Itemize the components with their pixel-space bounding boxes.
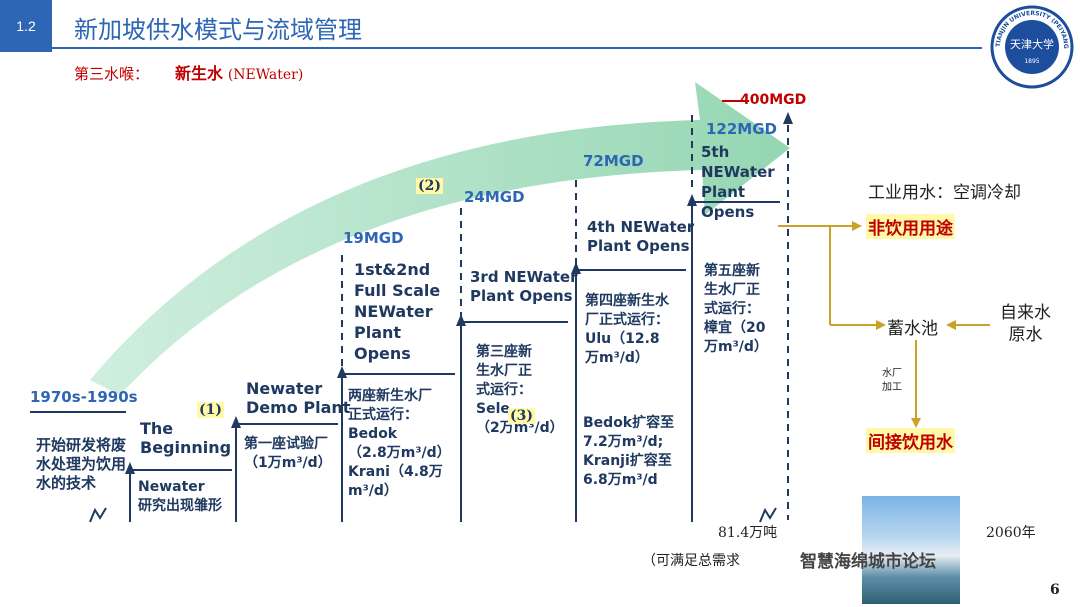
page-title: 新加坡供水模式与流域管理 (74, 16, 362, 44)
stage4-mgd: 24MGD (464, 188, 525, 206)
stage3-mgd: 19MGD (343, 229, 404, 247)
footnote-capacity: 81.4万吨 (718, 525, 778, 541)
marker-1: (1) (197, 402, 224, 418)
subtitle-english: (NEWater) (227, 67, 304, 83)
stage4-cn: 第三座新生水厂正式运行：Sele（2万m³/d） (476, 344, 564, 436)
growth-arrow (90, 82, 790, 395)
tap-water-source: 自来水原水 (1000, 303, 1051, 345)
riser-arrowheads (125, 194, 697, 474)
footnote-year: 2060年 (986, 525, 1036, 541)
stage5-mgd: 72MGD (583, 152, 644, 170)
section-number: 1.2 (0, 0, 52, 52)
target-arrowhead (783, 112, 793, 124)
non-potable-use: 非饮用用途 (866, 214, 955, 239)
page-number: 6 (1050, 582, 1060, 598)
stage2-cn: 第一座试验厂（1万m³/d） (244, 436, 332, 471)
subtitle-highlight: 新生水 (175, 64, 224, 83)
dashed-guides (341, 115, 789, 520)
stage6-mgd: 122MGD (706, 120, 778, 138)
marker-3: (3) (508, 408, 535, 424)
reservoir: 蓄水池 (887, 319, 938, 339)
marker-2: (2) (416, 178, 443, 194)
start-label: 1970s-1990s (30, 388, 138, 406)
flow-arrowheads (852, 221, 956, 428)
footnote-demand: （可满足总需求 (642, 553, 740, 569)
subtitle-prefix: 第三水喉： (74, 65, 150, 83)
industrial-use: 工业用水：空调冷却 (868, 183, 1021, 203)
decor-glyph-1 (89, 507, 107, 523)
indirect-potable: 间接饮用水 (866, 428, 955, 453)
decor-glyph-2 (759, 507, 777, 523)
watermark-text: 智慧海绵城市论坛 (800, 552, 936, 572)
flow-arrows (778, 225, 990, 420)
logo-year: 1895 (1024, 58, 1039, 65)
staircase (30, 201, 780, 522)
subtitle: 第三水喉： 新生水 (NEWater) (74, 60, 303, 84)
plant-process: 水厂加工 (882, 368, 902, 393)
newater-plant-photo (862, 496, 960, 604)
university-logo: TIANJIN UNIVERSITY (PEIYANG UNIVERSITY) … (990, 5, 1074, 89)
logo-center-text: 天津大学 (1010, 37, 1054, 51)
title-divider (52, 47, 982, 49)
target-mgd: 400MGD (740, 92, 807, 108)
start-description: 开始研发将废水处理为饮用水的技术 (36, 436, 127, 492)
